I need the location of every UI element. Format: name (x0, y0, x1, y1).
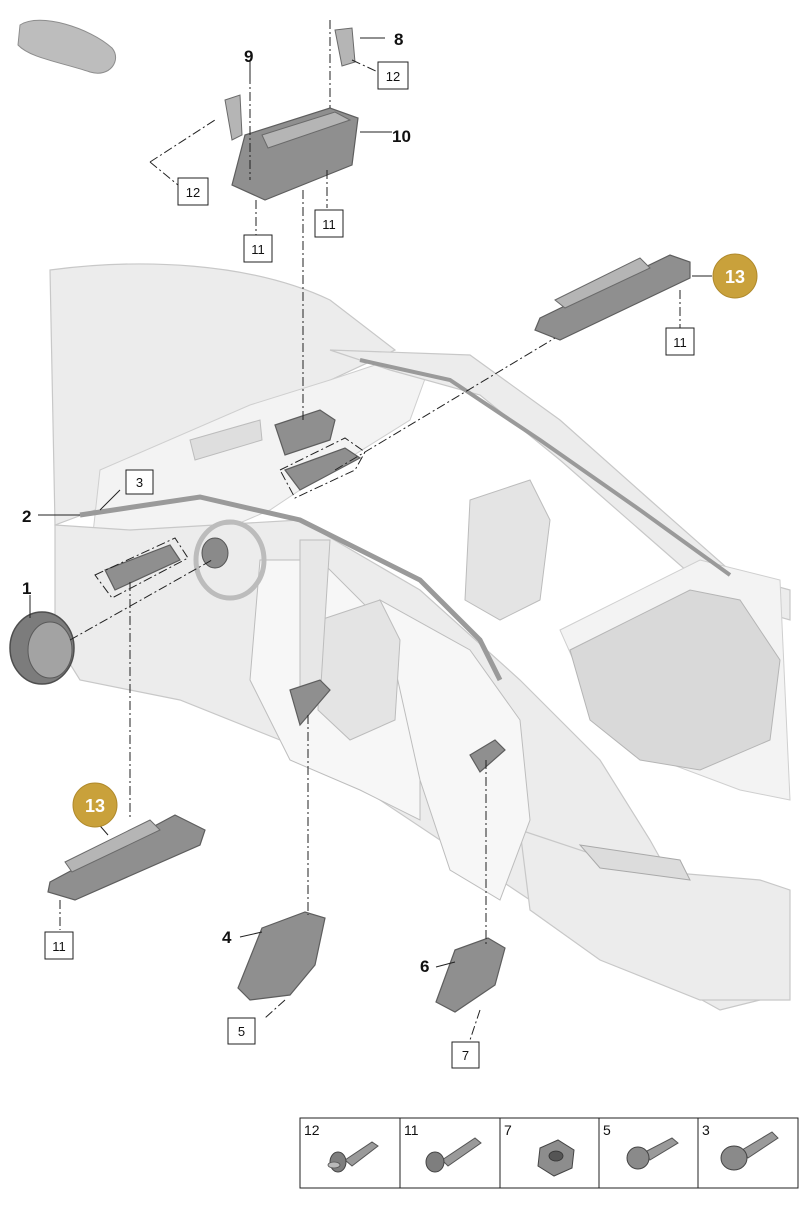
bolt-11-icon (425, 1137, 482, 1173)
callout-11-box-b: 11 (314, 209, 344, 238)
roof-console-part (17, 19, 117, 74)
callout-9: 9 (244, 47, 253, 66)
knee-airbag-upper (534, 254, 691, 341)
leader-lines (59, 20, 681, 1041)
callout-12-box-a: 12 (377, 61, 409, 90)
callout-1: 1 (22, 579, 31, 598)
svg-text:11: 11 (251, 242, 265, 257)
svg-text:13: 13 (725, 267, 745, 287)
bracket-9 (224, 94, 243, 141)
in-car-module-b (284, 447, 362, 491)
svg-text:12: 12 (386, 69, 400, 84)
passenger-airbag-module (231, 107, 359, 201)
legend-label-12: 12 (304, 1122, 320, 1138)
svg-text:12: 12 (186, 185, 200, 200)
callout-13-badge-upper: 13 (712, 253, 758, 299)
svg-text:11: 11 (673, 335, 687, 350)
callout-13-badge-lower: 13 (72, 782, 118, 828)
callout-5-box: 5 (227, 1017, 256, 1045)
bracket-8 (334, 27, 356, 67)
callout-3-box: 3 (125, 469, 154, 495)
svg-text:13: 13 (85, 796, 105, 816)
car-body-illustration (49, 263, 791, 1011)
callout-12-box-b: 12 (177, 177, 209, 206)
bolt-12-icon (327, 1141, 379, 1173)
callout-11-box-d: 11 (44, 931, 74, 960)
svg-text:11: 11 (322, 217, 336, 232)
legend-label-3: 3 (702, 1122, 710, 1138)
steering-hub (201, 537, 229, 569)
svg-text:3: 3 (136, 475, 143, 490)
callout-4: 4 (222, 928, 232, 947)
svg-text:11: 11 (52, 939, 66, 954)
callout-7-box: 7 (451, 1041, 480, 1069)
callout-10: 10 (392, 127, 411, 146)
callout-2: 2 (22, 507, 31, 526)
callout-11-box-c: 11 (665, 327, 695, 356)
svg-text:5: 5 (238, 1024, 245, 1039)
in-car-module-e (469, 739, 506, 773)
callout-11-box-a: 11 (243, 234, 273, 263)
knee-airbag-lower (47, 814, 206, 901)
nut-7-icon (537, 1139, 575, 1177)
callout-6: 6 (420, 957, 429, 976)
side-airbag-6 (435, 937, 506, 1013)
legend-label-5: 5 (603, 1122, 611, 1138)
bolt-5-icon (626, 1137, 679, 1170)
callout-8: 8 (394, 30, 403, 49)
side-airbag-4 (237, 911, 326, 1001)
legend-label-7: 7 (504, 1122, 512, 1138)
in-car-module-a (274, 409, 336, 456)
fastener-legend: 12 11 7 5 3 (299, 1117, 799, 1189)
svg-text:7: 7 (462, 1048, 469, 1063)
in-car-module-c (104, 544, 181, 591)
legend-label-11: 11 (404, 1122, 419, 1138)
bolt-3-icon (720, 1131, 779, 1171)
driver-airbag (9, 611, 75, 685)
in-car-module-d (289, 679, 331, 727)
